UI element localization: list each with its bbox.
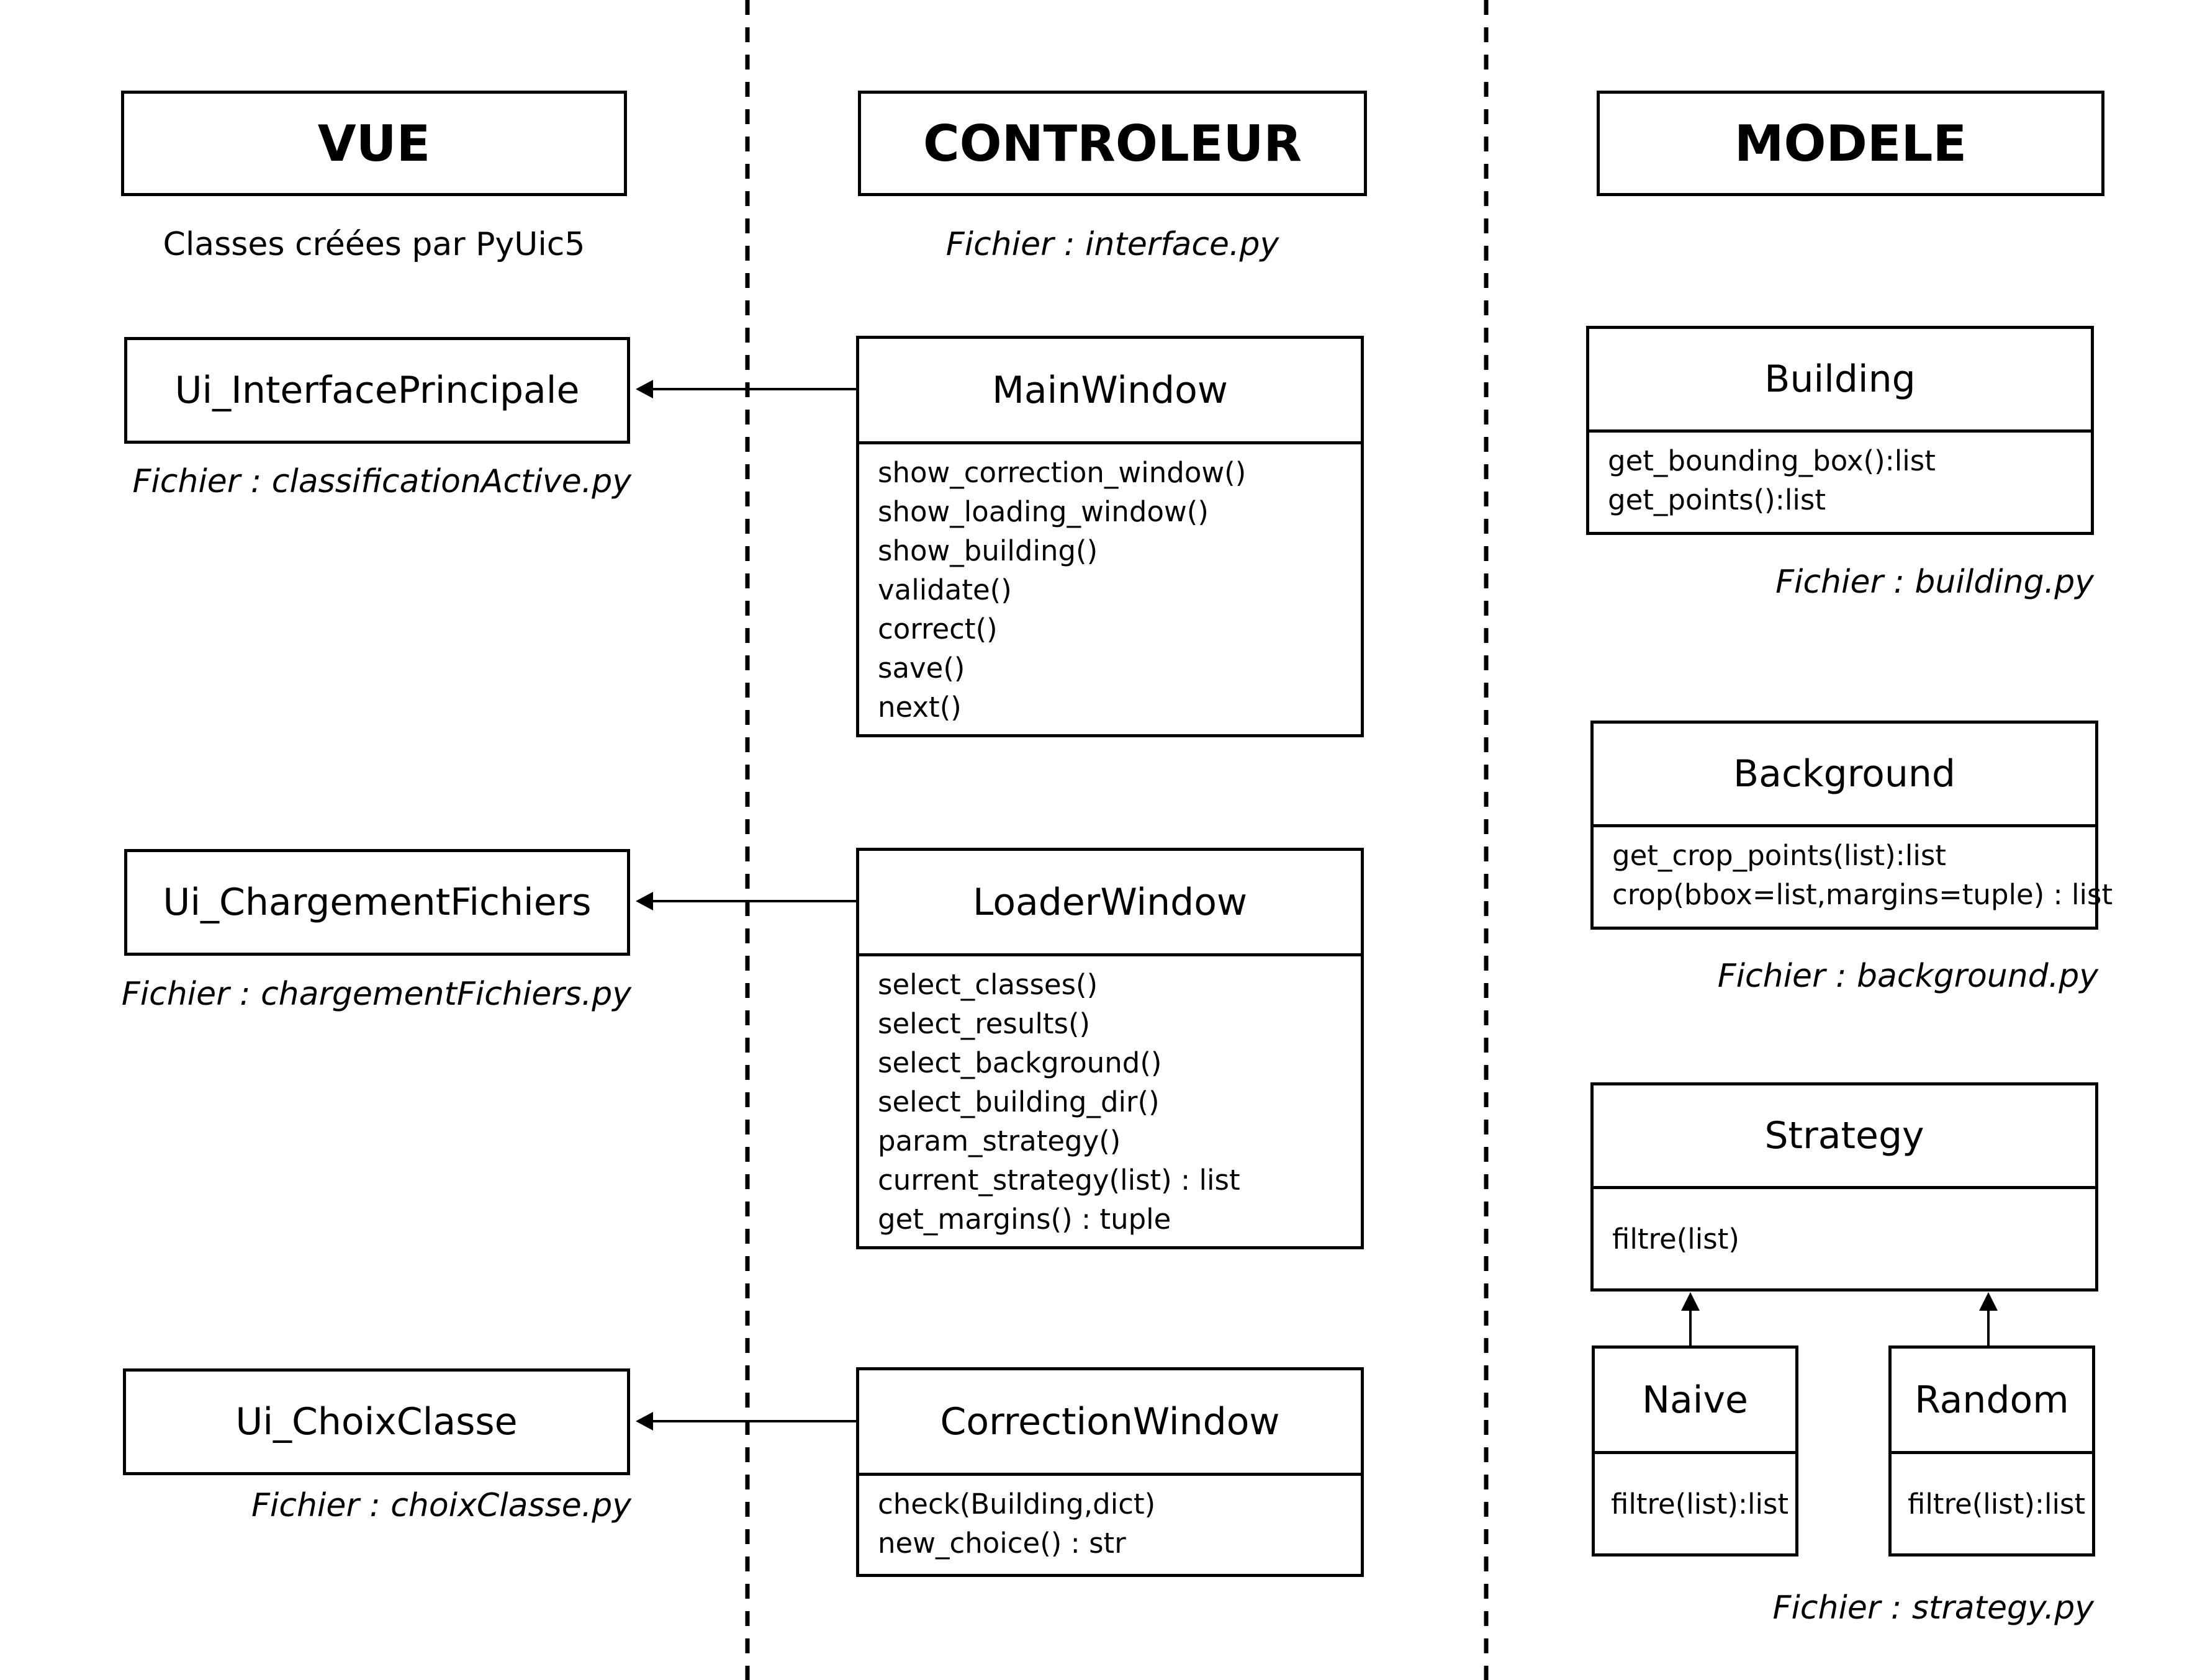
class-name-correctionwindow: CorrectionWindow bbox=[859, 1370, 1361, 1476]
class-random: Random filtre(list):list bbox=[1888, 1345, 2095, 1556]
arrowhead-mainwindow bbox=[636, 380, 653, 398]
method: filtre(list):list bbox=[1908, 1487, 2086, 1521]
vue-class-interface-principale: Ui_InterfacePrincipale bbox=[124, 337, 630, 444]
method: filtre(list):list bbox=[1611, 1487, 1789, 1521]
method: get_points():list bbox=[1608, 483, 1826, 516]
vue-class-name: Ui_InterfacePrincipale bbox=[174, 369, 580, 412]
class-name-strategy: Strategy bbox=[1594, 1085, 2095, 1189]
class-mainwindow: MainWindow show_correction_window() show… bbox=[856, 336, 1364, 737]
inherit-arrowhead-random bbox=[1979, 1292, 1998, 1311]
class-name-random: Random bbox=[1892, 1349, 2092, 1454]
method: filtre(list) bbox=[1612, 1222, 1739, 1256]
methods-random: filtre(list):list bbox=[1892, 1454, 2092, 1553]
vue-file-chargement-fichiers: Fichier : chargementFichiers.py bbox=[121, 976, 631, 1013]
methods-naive: filtre(list):list bbox=[1595, 1454, 1795, 1553]
method: show_correction_window() bbox=[878, 456, 1247, 489]
method: show_loading_window() bbox=[878, 495, 1209, 528]
method: correct() bbox=[878, 613, 998, 645]
method: get_bounding_box():list bbox=[1608, 444, 1936, 477]
vue-file-classification-active: Fichier : classificationActive.py bbox=[132, 463, 631, 500]
methods-mainwindow: show_correction_window() show_loading_wi… bbox=[859, 444, 1361, 727]
class-correctionwindow: CorrectionWindow check(Building,dict) ne… bbox=[856, 1367, 1364, 1577]
method: select_building_dir() bbox=[878, 1085, 1160, 1118]
methods-correctionwindow: check(Building,dict) new_choice() : str bbox=[859, 1476, 1361, 1563]
modele-file-background: Fichier : background.py bbox=[1717, 958, 2098, 995]
vue-file-choix-classe: Fichier : choixClasse.py bbox=[251, 1487, 631, 1524]
method: new_choice() : str bbox=[878, 1527, 1126, 1560]
vue-subtitle: Classes créées par PyUic5 bbox=[163, 226, 585, 263]
vue-class-choix-classe: Ui_ChoixClasse bbox=[123, 1368, 630, 1475]
column-title-vue: VUE bbox=[317, 114, 431, 173]
class-background: Background get_crop_points(list):list cr… bbox=[1590, 721, 2113, 930]
method: save() bbox=[878, 652, 965, 685]
method: select_background() bbox=[878, 1046, 1162, 1079]
methods-building: get_bounding_box():list get_points():lis… bbox=[1589, 433, 2091, 519]
methods-loaderwindow: select_classes() select_results() select… bbox=[859, 956, 1361, 1239]
method: get_margins() : tuple bbox=[878, 1203, 1171, 1236]
column-title-controleur: CONTROLEUR bbox=[922, 114, 1302, 173]
arrowhead-correctionwindow bbox=[636, 1412, 653, 1431]
inherit-arrowhead-naive bbox=[1681, 1292, 1700, 1311]
arrowhead-loaderwindow bbox=[636, 892, 653, 910]
class-building: Building get_bounding_box():list get_poi… bbox=[1586, 326, 2094, 535]
method: current_strategy(list) : list bbox=[878, 1164, 1240, 1197]
class-name-background: Background bbox=[1594, 724, 2095, 827]
column-header-vue: VUE bbox=[121, 91, 627, 196]
method: check(Building,dict) bbox=[878, 1488, 1156, 1521]
method: get_crop_points(list):list bbox=[1612, 839, 1946, 872]
class-strategy: Strategy filtre(list) bbox=[1590, 1082, 2098, 1291]
class-naive: Naive filtre(list):list bbox=[1592, 1345, 1798, 1556]
modele-file-building: Fichier : building.py bbox=[1775, 564, 2094, 601]
method: next() bbox=[878, 691, 962, 724]
method: param_strategy() bbox=[878, 1125, 1121, 1157]
method: validate() bbox=[878, 573, 1012, 606]
column-header-modele: MODELE bbox=[1597, 91, 2104, 196]
method: select_classes() bbox=[878, 968, 1098, 1001]
modele-file-strategy: Fichier : strategy.py bbox=[1772, 1589, 2094, 1627]
class-name-loaderwindow: LoaderWindow bbox=[859, 851, 1361, 956]
class-loaderwindow: LoaderWindow select_classes() select_res… bbox=[856, 848, 1364, 1249]
methods-strategy: filtre(list) bbox=[1594, 1189, 2095, 1288]
vue-class-name: Ui_ChargementFichiers bbox=[163, 881, 592, 924]
class-name-mainwindow: MainWindow bbox=[859, 339, 1361, 444]
controleur-file: Fichier : interface.py bbox=[945, 226, 1279, 263]
column-title-modele: MODELE bbox=[1734, 114, 1967, 173]
method: crop(bbox=list,margins=tuple) : list bbox=[1612, 878, 2113, 911]
methods-background: get_crop_points(list):list crop(bbox=lis… bbox=[1594, 827, 2113, 914]
class-name-naive: Naive bbox=[1595, 1349, 1795, 1454]
class-name-building: Building bbox=[1589, 329, 2091, 433]
method: select_results() bbox=[878, 1007, 1091, 1040]
method: show_building() bbox=[878, 534, 1098, 567]
column-header-controleur: CONTROLEUR bbox=[858, 91, 1367, 196]
vue-class-chargement-fichiers: Ui_ChargementFichiers bbox=[124, 849, 630, 956]
vue-class-name: Ui_ChoixClasse bbox=[235, 1400, 518, 1444]
